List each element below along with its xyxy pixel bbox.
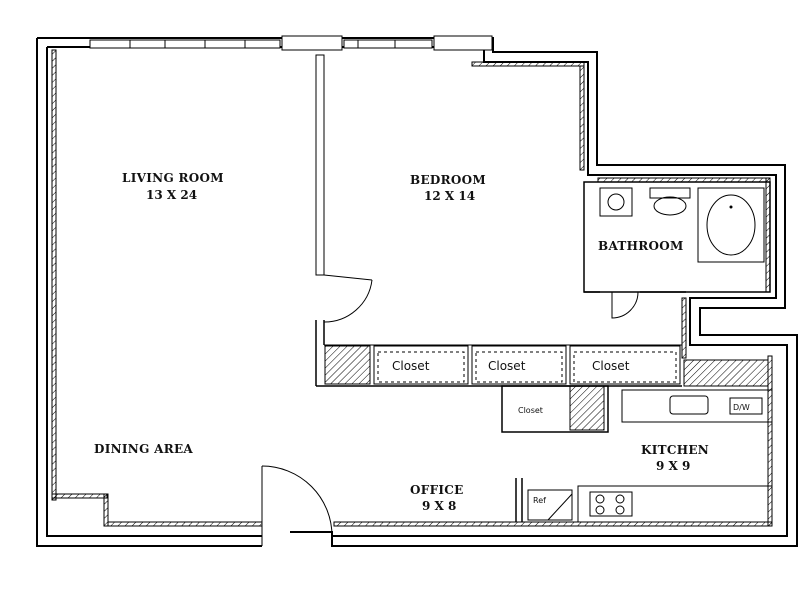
toilet-tank-icon bbox=[649, 187, 691, 199]
bathtub-icon bbox=[697, 187, 765, 263]
closet-label: Closet bbox=[488, 359, 526, 373]
wall-hatch bbox=[333, 521, 773, 527]
closet-label: Closet bbox=[592, 359, 630, 373]
room-dims-bedroom: 12 X 14 bbox=[424, 189, 475, 203]
stove-icon bbox=[589, 491, 633, 517]
wall-hatch bbox=[51, 49, 57, 501]
toilet-bowl-icon bbox=[653, 196, 687, 216]
room-name-office: OFFICE bbox=[410, 483, 464, 497]
refrigerator-label: Ref bbox=[533, 496, 546, 505]
room-dims-kitchen: 9 X 9 bbox=[656, 459, 690, 473]
bathroom-fixtures bbox=[599, 187, 765, 263]
wall-hatch bbox=[103, 493, 109, 527]
sink-icon bbox=[599, 187, 633, 217]
wall-hatch bbox=[471, 61, 585, 67]
dishwasher-icon bbox=[729, 397, 763, 415]
interior-walls bbox=[261, 54, 773, 546]
wall-hatch bbox=[579, 65, 585, 171]
bathtub-basin-icon bbox=[706, 194, 756, 256]
room-name-dining-area: DINING AREA bbox=[94, 442, 193, 456]
room-dims-living-room: 13 X 24 bbox=[146, 188, 197, 202]
dishwasher-label: D/W bbox=[733, 403, 750, 412]
sink-basin-icon bbox=[607, 193, 625, 211]
exterior-walls bbox=[36, 37, 798, 547]
wall-hatch bbox=[51, 493, 108, 499]
room-name-kitchen: KITCHEN bbox=[641, 443, 709, 457]
room-name-living-room: LIVING ROOM bbox=[122, 171, 224, 185]
kitchen-fixtures bbox=[527, 395, 763, 521]
room-name-bedroom: BEDROOM bbox=[410, 173, 486, 187]
closet-row bbox=[324, 345, 769, 431]
wall-hatch bbox=[681, 297, 687, 359]
closet-hatch bbox=[683, 359, 769, 387]
room-dims-office: 9 X 8 bbox=[422, 499, 456, 513]
refrigerator-icon bbox=[527, 489, 573, 521]
closet-hatch bbox=[569, 385, 605, 431]
room-name-bathroom: BATHROOM bbox=[598, 239, 684, 253]
wall-hatch bbox=[767, 355, 773, 527]
wall-hatch bbox=[107, 521, 263, 527]
kitchen-sink-icon bbox=[669, 395, 709, 415]
closet-label: Closet bbox=[518, 406, 543, 415]
windows bbox=[89, 35, 493, 51]
closet-label: Closet bbox=[392, 359, 430, 373]
closet-hatch bbox=[324, 345, 371, 385]
